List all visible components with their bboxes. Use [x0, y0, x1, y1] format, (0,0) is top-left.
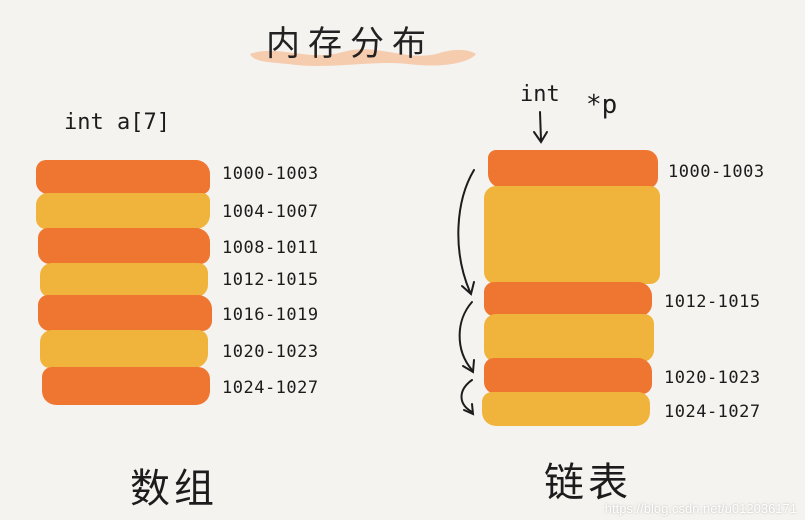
linked-list-block-5	[482, 392, 650, 426]
linked-list-address-4: 1020-1023	[664, 368, 761, 388]
linked-list-address-2: 1012-1015	[664, 292, 761, 312]
linked-list-block-3	[484, 314, 654, 362]
watermark: https://blog.csdn.net/u012036171	[604, 501, 797, 516]
array-block-6	[42, 367, 210, 405]
linked-list-block-2	[484, 282, 652, 316]
array-block-3	[40, 263, 208, 297]
array-address-0: 1000-1003	[222, 164, 319, 184]
linked-list-caption: 链表	[544, 460, 632, 506]
linked-list-address-5: 1024-1027	[664, 402, 761, 422]
linked-list-declaration-type: int	[520, 82, 560, 107]
link-arrow-2	[460, 379, 475, 416]
title-brush-stroke	[250, 49, 476, 66]
array-address-5: 1020-1023	[222, 342, 319, 362]
array-caption: 数组	[130, 466, 218, 512]
link-arrow-0	[457, 169, 475, 296]
array-address-4: 1016-1019	[222, 305, 319, 325]
linked-list-block-1	[484, 186, 660, 284]
link-arrow-1	[458, 301, 475, 374]
title-group: 内存分布	[248, 12, 478, 74]
array-address-1: 1004-1007	[222, 202, 319, 222]
array-address-2: 1008-1011	[222, 238, 319, 258]
array-block-5	[40, 330, 208, 368]
array-block-4	[38, 295, 212, 331]
linked-list-address-0: 1000-1003	[668, 162, 765, 182]
array-block-1	[36, 193, 210, 229]
array-block-0	[36, 160, 210, 194]
linked-list-declaration-pointer: *p	[586, 90, 618, 120]
pointer-down-arrow	[533, 111, 548, 144]
linked-list-block-0	[488, 150, 658, 188]
linked-list-block-4	[484, 358, 652, 394]
array-declaration: int a[7]	[64, 110, 170, 135]
array-address-6: 1024-1027	[222, 378, 319, 398]
array-address-3: 1012-1015	[222, 270, 319, 290]
array-block-2	[38, 228, 210, 264]
diagram-title: 内存分布	[266, 24, 434, 64]
